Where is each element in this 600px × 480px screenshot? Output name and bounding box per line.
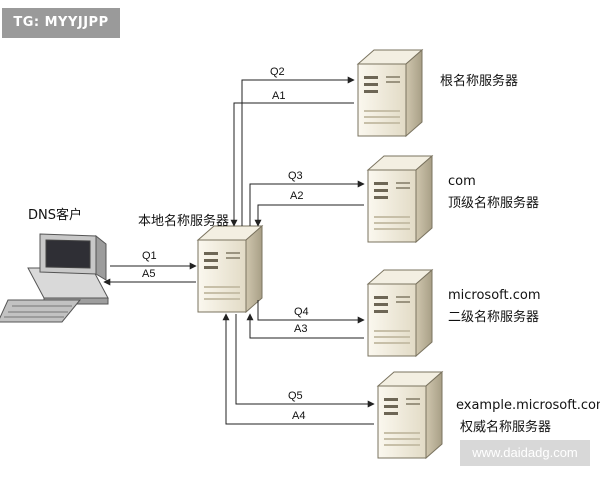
com-line1-label: com: [448, 174, 476, 189]
q2-label: Q2: [270, 66, 285, 78]
ex-server-icon: [377, 371, 443, 459]
ms-line1-label: microsoft.com: [448, 288, 541, 303]
ms-server-icon: [367, 269, 433, 357]
a4-arrow: [222, 313, 374, 425]
com-server-icon: [367, 155, 433, 243]
ex-line1-label: example.microsoft.com: [456, 398, 600, 413]
q3-label: Q3: [288, 170, 303, 182]
a3-arrow: [246, 313, 364, 339]
q3-arrow: [249, 180, 365, 226]
a2-arrow: [254, 204, 364, 227]
a1-arrow: [230, 102, 354, 227]
ms-line2-label: 二级名称服务器: [448, 310, 540, 325]
q5-label: Q5: [288, 390, 303, 402]
root-server-label: 根名称服务器: [440, 74, 519, 89]
local-server-icon: [197, 225, 263, 313]
a1-label: A1: [272, 90, 286, 102]
q2-arrow: [241, 76, 355, 226]
ex-line2-label: 权威名称服务器: [460, 420, 552, 435]
q4-arrow: [257, 300, 365, 324]
root-server-icon: [357, 49, 423, 137]
a4-label: A4: [292, 410, 306, 422]
q4-label: Q4: [294, 306, 309, 318]
a5-label: A5: [142, 268, 156, 280]
a3-label: A3: [294, 323, 308, 335]
local-server-label: 本地名称服务器: [138, 214, 230, 229]
computer-icon: [0, 233, 109, 323]
a2-label: A2: [290, 190, 304, 202]
q5-arrow: [235, 314, 375, 408]
q1-label: Q1: [142, 250, 157, 262]
client-label: DNS客户: [28, 208, 82, 223]
bottom-watermark: www.daidadg.com: [460, 440, 590, 466]
com-line2-label: 顶级名称服务器: [448, 196, 540, 211]
top-watermark: TG: MYYJJPP: [2, 8, 120, 38]
